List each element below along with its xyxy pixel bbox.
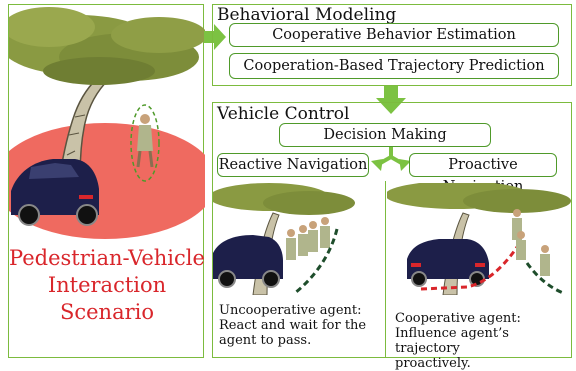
proactive-caption-line3: proactively. [395,356,471,371]
reactive-navigation-box: Reactive Navigation [217,153,369,177]
flow-arrow-right [204,24,226,50]
proactive-caption-line2: Influence agent’s trajectory [395,326,509,356]
proactive-illustration [387,183,571,295]
reactive-caption: Uncooperative agent: React and wait for … [219,303,383,348]
decision-making-box: Decision Making [279,123,491,147]
pedestrian-highlight [130,104,160,182]
proactive-vehicle-path [420,246,519,291]
decision-split-arrows [371,147,411,171]
reactive-illustration [213,183,355,295]
behavioral-modeling-heading: Behavioral Modeling [217,5,397,25]
scenario-title-line2: Interaction [47,273,167,297]
reactive-caption-line2: React and wait for the [219,318,367,333]
proactive-pedestrian-path [525,262,564,295]
proactive-navigation-box: Proactive Navigation [409,153,557,195]
vehicle-control-panel: Vehicle Control Decision Making Reactive… [212,102,572,371]
scenario-illustration [9,7,205,239]
subpanel-divider [385,181,386,357]
scenario-title-line3: Scenario [59,300,155,324]
reactive-caption-line1: Uncooperative agent: [219,303,362,318]
pedestrian-figure [136,114,154,168]
scenario-panel: Pedestrian-Vehicle Interaction Scenario [8,4,205,358]
proactive-caption-line1: Cooperative agent: [395,311,521,326]
cooperative-behavior-estimation-box: Cooperative Behavior Estimation [229,23,559,47]
proactive-car [407,239,489,287]
reactive-pedestrian-path [294,228,339,295]
behavioral-modeling-panel: Behavioral Modeling Cooperative Behavior… [212,4,572,86]
reactive-car [213,235,283,288]
reactive-pedestrians [286,217,330,260]
scenario-title: Pedestrian-Vehicle Interaction Scenario [9,245,205,326]
scenario-title-line1: Pedestrian-Vehicle [9,246,205,270]
trajectory-prediction-box: Cooperation-Based Trajectory Prediction [229,53,559,79]
tree-canopy [9,7,205,85]
car [11,159,99,226]
vehicle-control-heading: Vehicle Control [217,104,350,124]
proactive-caption: Cooperative agent: Influence agent’s tra… [395,311,571,371]
reactive-caption-line3: agent to pass. [219,333,312,348]
flow-arrow-down [376,86,406,114]
proactive-pedestrians [512,209,550,276]
